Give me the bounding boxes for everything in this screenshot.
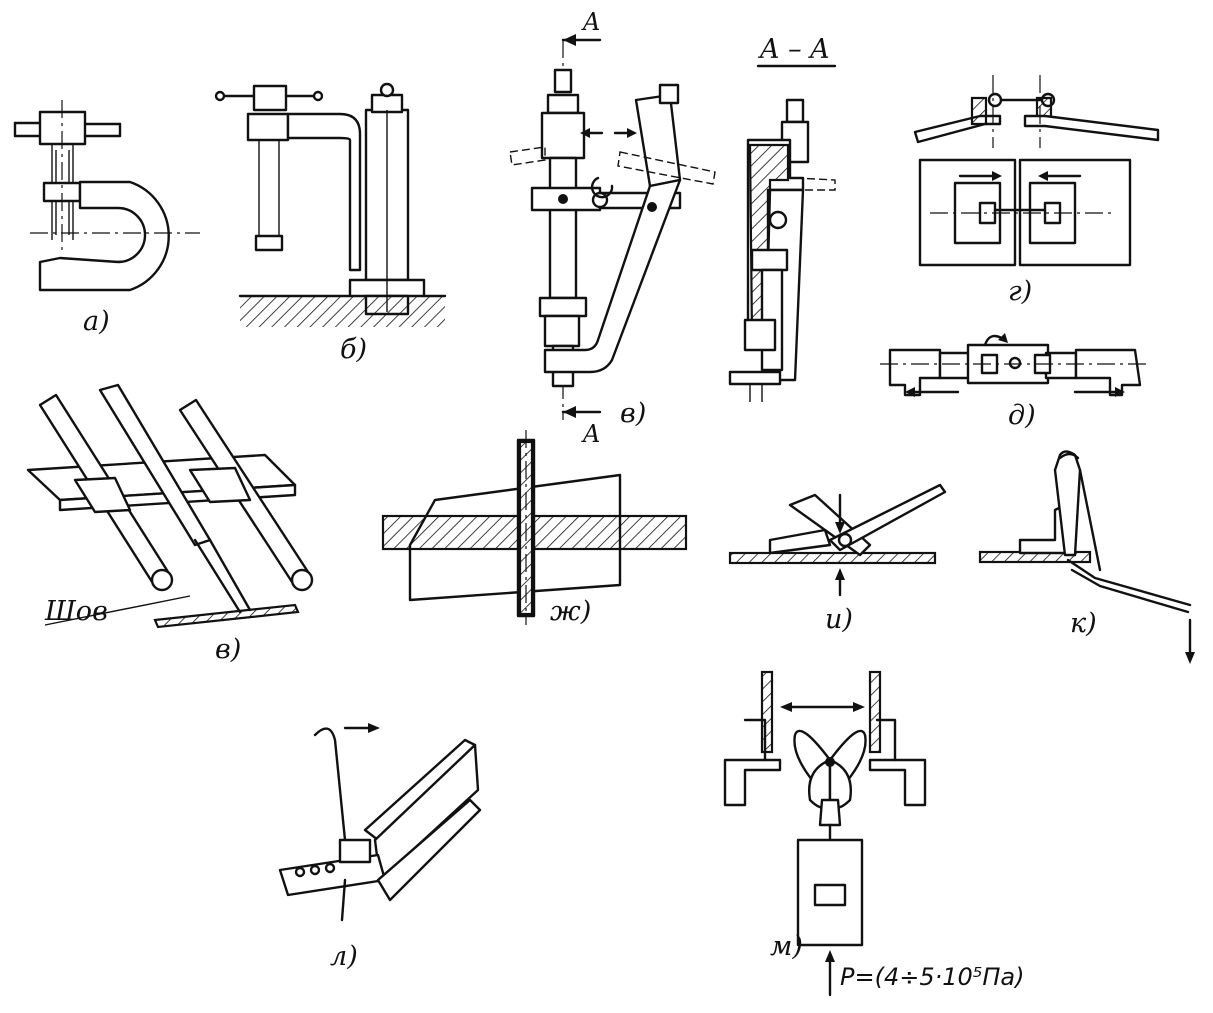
label-i: и) <box>825 604 853 635</box>
figure-m-pneumatic-clamp <box>723 670 927 997</box>
pressure-formula: P=(4÷5·10⁵Па) <box>840 963 1025 991</box>
label-l: л) <box>330 941 358 972</box>
label-a: а) <box>83 306 110 337</box>
figure-section-aa: A – A <box>728 34 837 402</box>
figure-a-c-clamp <box>13 100 200 292</box>
figure-v2-rod-fixture <box>26 383 314 629</box>
figure-b-bench-clamp <box>214 82 447 327</box>
section-title: A – A <box>757 34 830 65</box>
figure-v-turnbuckle: A A <box>509 8 716 448</box>
label-v2: в) <box>215 634 241 665</box>
label-zh: ж) <box>550 596 591 627</box>
figure-g-plate-clamp <box>913 75 1160 267</box>
section-mark-bottom: A <box>581 420 600 448</box>
section-mark-top: A <box>581 8 600 36</box>
figure-d-screw-jack <box>880 333 1150 397</box>
seam-label: Шов <box>44 596 108 627</box>
label-m: м) <box>770 931 803 962</box>
figure-i-lever-press <box>728 483 947 597</box>
label-g: г) <box>1008 276 1032 307</box>
label-b: б) <box>340 334 367 365</box>
label-k: к) <box>1070 608 1097 639</box>
figure-l-angle-clamp <box>278 723 482 922</box>
figure-k-hook-pull <box>978 450 1195 664</box>
label-v1: в) <box>620 398 646 429</box>
label-d: д) <box>1008 400 1036 431</box>
figure-zh-wedge <box>381 430 688 625</box>
